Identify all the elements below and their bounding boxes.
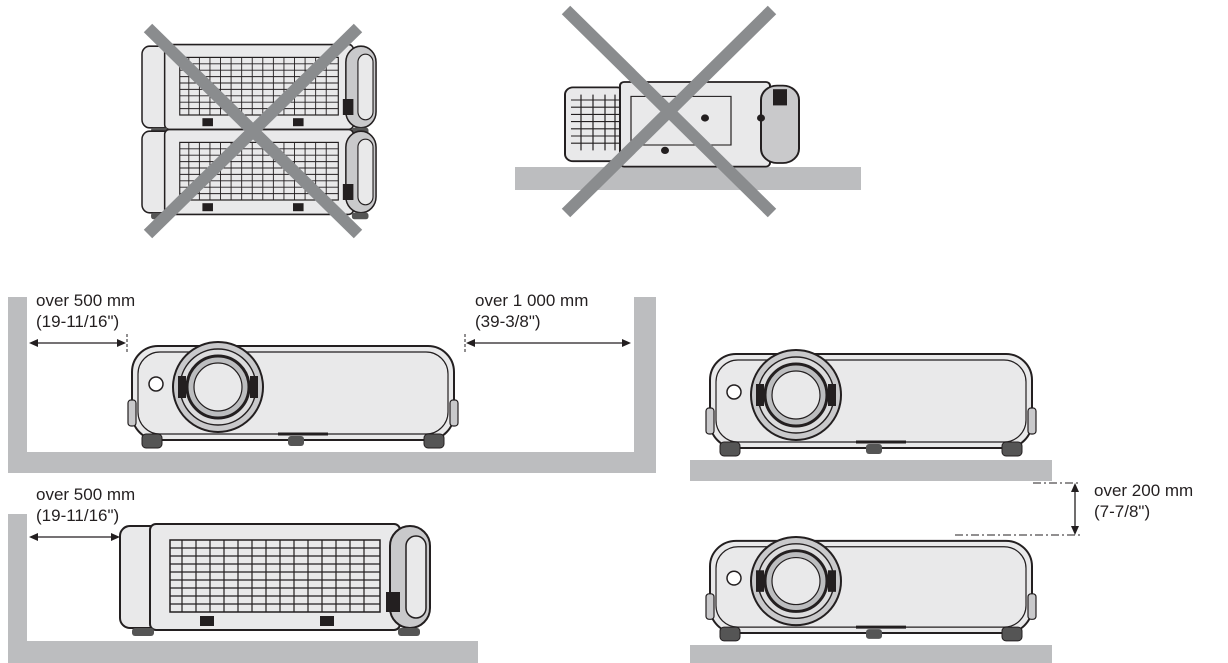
floor-surface bbox=[690, 645, 1052, 663]
rear-clearance-inch-label: (39-3/8") bbox=[475, 312, 541, 331]
double-arrow-icon bbox=[1071, 483, 1079, 535]
front-clearance-inch-label: (19-11/16") bbox=[36, 312, 120, 331]
gap-clearance-label: over 200 mm bbox=[1094, 481, 1194, 500]
x-cross-icon bbox=[143, 23, 363, 239]
tilted-projector-prohibited bbox=[515, 5, 861, 218]
double-arrow-icon bbox=[29, 533, 120, 541]
gap-clearance-inch-label: (7-7/8") bbox=[1094, 502, 1151, 521]
stacked-projectors-prohibited bbox=[141, 23, 377, 239]
projector-lower bbox=[704, 535, 1038, 643]
shelf-surface bbox=[690, 460, 1052, 481]
vent-clearance-inch-label: (19-11/16") bbox=[36, 506, 120, 525]
x-cross-icon bbox=[561, 5, 777, 218]
wall-and-floor bbox=[8, 514, 478, 663]
double-arrow-icon bbox=[466, 339, 631, 347]
stacked-gap-diagram bbox=[690, 348, 1080, 663]
rear-clearance-label: over 1 000 mm bbox=[475, 291, 589, 310]
vent-clearance-label: over 500 mm bbox=[36, 485, 136, 504]
double-arrow-icon bbox=[29, 339, 126, 347]
projector-side-view bbox=[119, 523, 431, 637]
wall-and-floor bbox=[8, 297, 656, 473]
vent-clearance-diagram bbox=[8, 514, 478, 663]
floor-surface bbox=[515, 167, 861, 190]
projector-upper bbox=[704, 348, 1038, 458]
projector-front-view bbox=[126, 340, 460, 450]
front-clearance-label: over 500 mm bbox=[36, 291, 136, 310]
front-clearance-diagram bbox=[8, 297, 656, 473]
